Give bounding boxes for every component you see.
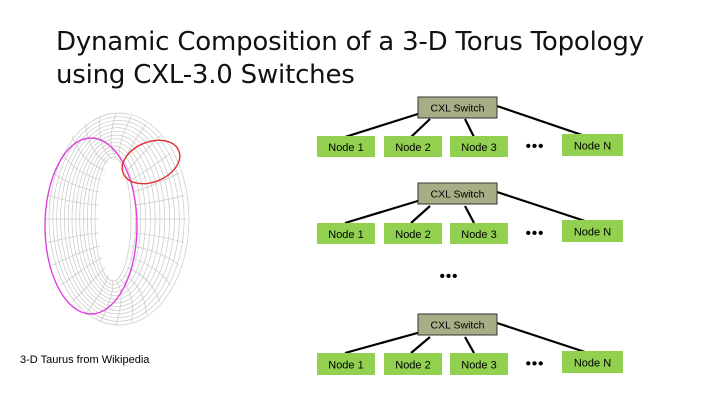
cxl-switch-label: CXL Switch <box>431 103 485 115</box>
link-line <box>344 330 422 355</box>
node-box <box>562 220 623 242</box>
torus-meridian-line <box>72 267 106 303</box>
switch-group-3: CXL Switch Node 1 Node 2 Node 3 ••• Node… <box>317 313 623 375</box>
link-line <box>410 336 431 354</box>
slide-title: Dynamic Composition of a 3-D Torus Topol… <box>56 26 706 92</box>
torus-ring-magenta <box>44 137 138 315</box>
torus-meridian-line <box>123 274 147 315</box>
node-box <box>450 223 508 244</box>
link-line <box>464 118 475 138</box>
node-box <box>317 353 375 375</box>
link-line <box>496 190 586 223</box>
node-label: Node 3 <box>461 360 496 372</box>
node-label: Node N <box>574 141 611 153</box>
link-line <box>344 198 422 225</box>
node-box <box>562 134 623 156</box>
torus-meridian-line <box>129 152 171 181</box>
node-box <box>562 351 623 373</box>
node-label: Node 3 <box>461 142 496 154</box>
torus-meridian-line <box>72 135 105 171</box>
torus-wireframe-icon <box>44 112 190 326</box>
cxl-switch-label: CXL Switch <box>431 320 485 332</box>
torus-meridian-line <box>133 195 185 206</box>
torus-meridian-line <box>52 172 100 193</box>
torus-meridian-line <box>47 232 99 243</box>
node-ellipsis: ••• <box>526 225 545 242</box>
node-label: Node 2 <box>395 360 430 372</box>
torus-meridian-line <box>119 279 133 323</box>
link-line <box>464 336 475 354</box>
link-line <box>410 118 431 138</box>
node-label: Node 3 <box>461 229 496 241</box>
node-label: Node N <box>574 227 611 239</box>
node-ellipsis: ••• <box>526 356 545 373</box>
link-line <box>410 205 431 224</box>
link-line <box>344 111 422 139</box>
switch-group-2: CXL Switch Node 1 Node 2 Node 3 ••• Node… <box>317 182 623 244</box>
torus-meridian-line <box>132 245 180 266</box>
node-label: Node 2 <box>395 229 430 241</box>
node-box <box>384 353 442 375</box>
link-line <box>464 205 475 224</box>
node-box <box>317 223 375 244</box>
node-box <box>450 353 508 375</box>
node-box <box>384 223 442 244</box>
torus-meridian-line <box>85 123 109 164</box>
node-label: Node N <box>574 358 611 370</box>
torus-meridian-line <box>132 172 180 193</box>
node-label: Node 1 <box>328 142 363 154</box>
torus-meridian-line <box>115 280 122 326</box>
torus-meridian-line <box>85 274 109 315</box>
torus-meridian-line <box>47 195 99 206</box>
link-line <box>496 321 586 354</box>
torus-meridian-line <box>100 279 114 323</box>
title-line-2: using CXL-3.0 Switches <box>56 60 355 90</box>
node-ellipsis: ••• <box>526 138 545 155</box>
title-line-1: Dynamic Composition of a 3-D Torus Topol… <box>56 27 644 57</box>
cxl-switch-box <box>417 96 498 119</box>
node-label: Node 1 <box>328 229 363 241</box>
between-groups-ellipsis: ••• <box>440 268 459 285</box>
torus-meridian-line <box>110 112 117 158</box>
cxl-switch-box <box>417 182 498 205</box>
torus-ring-red <box>121 139 181 185</box>
cxl-switch-label: CXL Switch <box>431 189 485 201</box>
node-box <box>384 136 442 157</box>
torus-meridian-line <box>52 245 100 266</box>
torus-ring-line <box>94 156 132 282</box>
image-caption: 3-D Taurus from Wikipedia <box>20 354 150 366</box>
switch-group-1: CXL Switch Node 1 Node 2 Node 3 ••• Node… <box>317 96 623 157</box>
torus-meridian-line <box>99 115 113 159</box>
node-box <box>317 136 375 157</box>
torus-meridian-line <box>133 232 185 243</box>
link-line <box>496 104 586 138</box>
node-label: Node 2 <box>395 142 430 154</box>
cxl-switch-box <box>417 313 498 336</box>
torus-meridian-line <box>61 257 103 286</box>
node-label: Node 1 <box>328 360 363 372</box>
node-box <box>450 136 508 157</box>
